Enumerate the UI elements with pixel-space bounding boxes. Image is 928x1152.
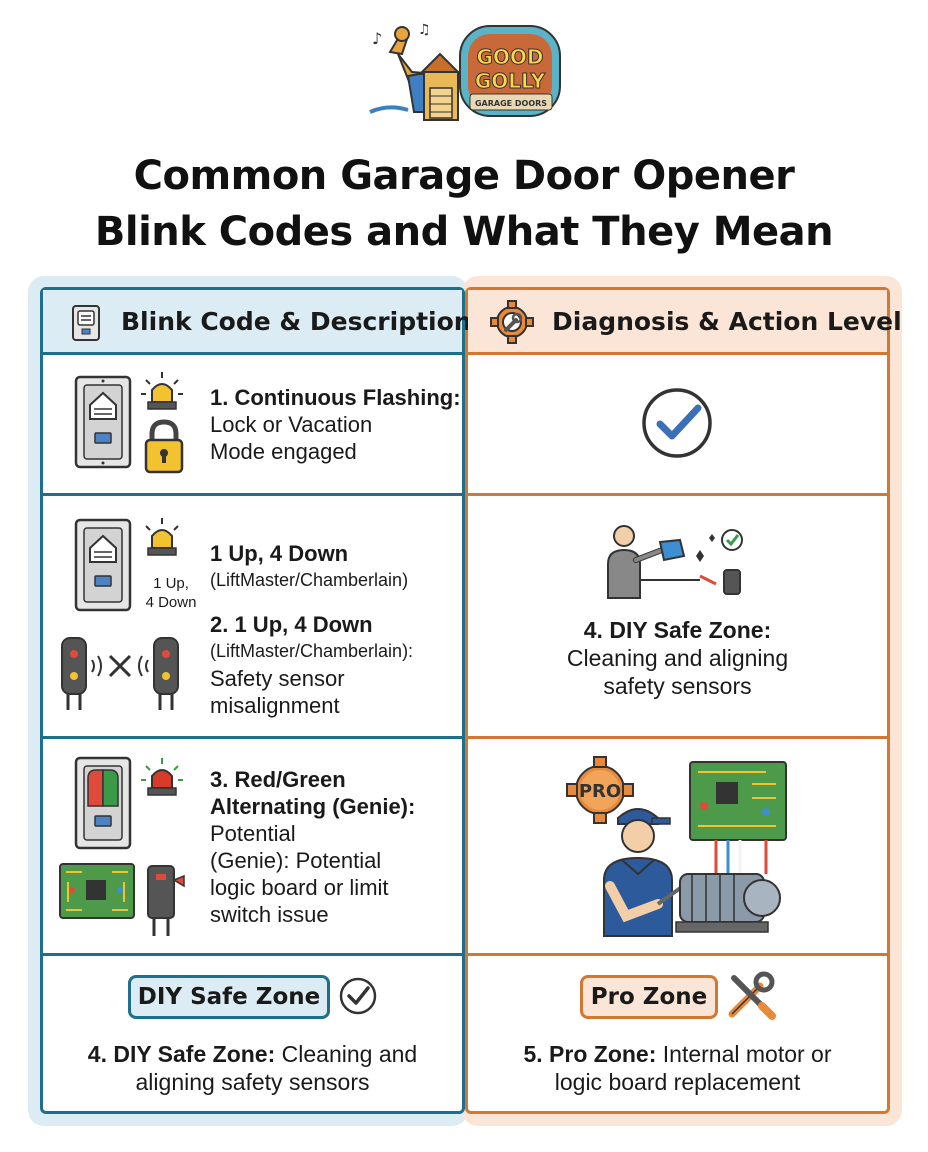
page-title: Common Garage Door Opener Blink Codes an… (0, 148, 928, 260)
diy-safe-zone-badge: DIY Safe Zone (128, 975, 330, 1019)
alert-light-icon (141, 758, 183, 796)
title-line-1: Common Garage Door Opener (133, 153, 795, 199)
wall-control-panel-icon (74, 518, 132, 612)
warning-light-icon (145, 518, 179, 556)
row-divider (43, 736, 462, 739)
wall-control-panel-icon (74, 375, 132, 469)
header-diagnosis: Diagnosis & Action Level (468, 290, 902, 355)
row-divider (468, 736, 887, 739)
gear-wrench-icon (490, 300, 534, 344)
svg-text:♪: ♪ (372, 29, 382, 48)
row1-line3: Mode engaged (210, 439, 357, 464)
row2-diagnosis-line3: safety sensors (603, 673, 752, 699)
row3-line3: Potential (210, 821, 296, 846)
row3-description: 3. Red/Green Alternating (Genie): Potent… (210, 766, 415, 928)
row2-code-b: 2. 1 Up, 4 Down (210, 612, 373, 637)
limit-switch-icon (147, 865, 185, 936)
row-divider (468, 493, 887, 496)
header-left-label: Blink Code & Description (121, 306, 472, 336)
check-circle-icon (339, 977, 377, 1015)
row2-description-b: 2. 1 Up, 4 Down (LiftMaster/Chamberlain)… (210, 611, 413, 719)
row3-line6: switch issue (210, 902, 329, 927)
row2-line-b2: Safety sensor (210, 666, 345, 691)
footer-left-line2: aligning safety sensors (135, 1069, 370, 1095)
row-divider (43, 493, 462, 496)
row-divider (43, 953, 462, 956)
row2-action-level: 4. DIY Safe Zone: (583, 617, 772, 643)
logic-board-icon (59, 863, 135, 919)
genie-control-panel-icon (74, 756, 132, 850)
footer-right-text: 5. Pro Zone: Internal motor or logic boa… (468, 1040, 887, 1096)
wrench-screwdriver-icon (728, 971, 776, 1020)
diy-badge-label: DIY Safe Zone (137, 984, 321, 1010)
logo-tagline: GARAGE DOORS (475, 99, 547, 108)
row2-brand-b: (LiftMaster/Chamberlain): (210, 641, 414, 661)
footer-right-rest: Internal motor or (656, 1041, 832, 1067)
logo-word-good: GOOD (476, 45, 543, 69)
svg-text:♫: ♫ (418, 22, 431, 38)
good-golly-logo: ♪ ♫ GOOD GOLLY GARAGE DOORS (369, 22, 561, 121)
row1-line2: Lock or Vacation (210, 412, 373, 437)
check-circle-icon (642, 388, 712, 458)
row2-code-a: 1 Up, 4 Down (210, 541, 349, 566)
pro-gear-label: PRO (579, 781, 621, 802)
row1-code: 1. Continuous Flashing: (210, 385, 461, 410)
row3-code-line2: Alternating (Genie): (210, 794, 416, 819)
footer-left-text: 4. DIY Safe Zone: Cleaning and aligning … (43, 1040, 462, 1096)
row3-line5: logic board or limit (210, 875, 389, 900)
row3-code-line1: 3. Red/Green (210, 767, 346, 792)
row2-line-b3: misalignment (210, 693, 340, 718)
safety-sensors-icon (61, 637, 179, 710)
title-line-2: Blink Codes and What They Mean (94, 209, 834, 255)
footer-left-rest: Cleaning and (275, 1041, 418, 1067)
logo-word-golly: GOLLY (475, 69, 546, 93)
row-divider (468, 953, 887, 956)
technician-pro-icon: PRO (566, 756, 787, 937)
row2-diagnosis: 4. DIY Safe Zone: Cleaning and aligning … (468, 616, 887, 700)
row2-description-a: 1 Up, 4 Down (LiftMaster/Chamberlain) (210, 540, 408, 594)
footer-right-bold: 5. Pro Zone: (523, 1041, 657, 1067)
blink-pattern-label: 1 Up, 4 Down (145, 575, 197, 611)
pro-zone-badge: Pro Zone (580, 975, 718, 1019)
row3-line4: (Genie): Potential (210, 848, 382, 873)
pro-badge-label: Pro Zone (590, 984, 708, 1010)
warning-light-icon (141, 372, 183, 410)
row2-diagnosis-line2: Cleaning and aligning (566, 645, 789, 671)
row2-brand-a: (LiftMaster/Chamberlain) (210, 570, 409, 590)
wall-control-icon (72, 305, 100, 341)
header-blink-code: Blink Code & Description (43, 290, 472, 355)
header-right-label: Diagnosis & Action Level (552, 306, 902, 336)
person-cleaning-sensor-icon (607, 525, 743, 599)
row1-description: 1. Continuous Flashing: Lock or Vacation… (210, 384, 461, 465)
lock-icon (144, 419, 184, 474)
footer-right-line2: logic board replacement (554, 1069, 801, 1095)
footer-left-bold: 4. DIY Safe Zone: (87, 1041, 276, 1067)
